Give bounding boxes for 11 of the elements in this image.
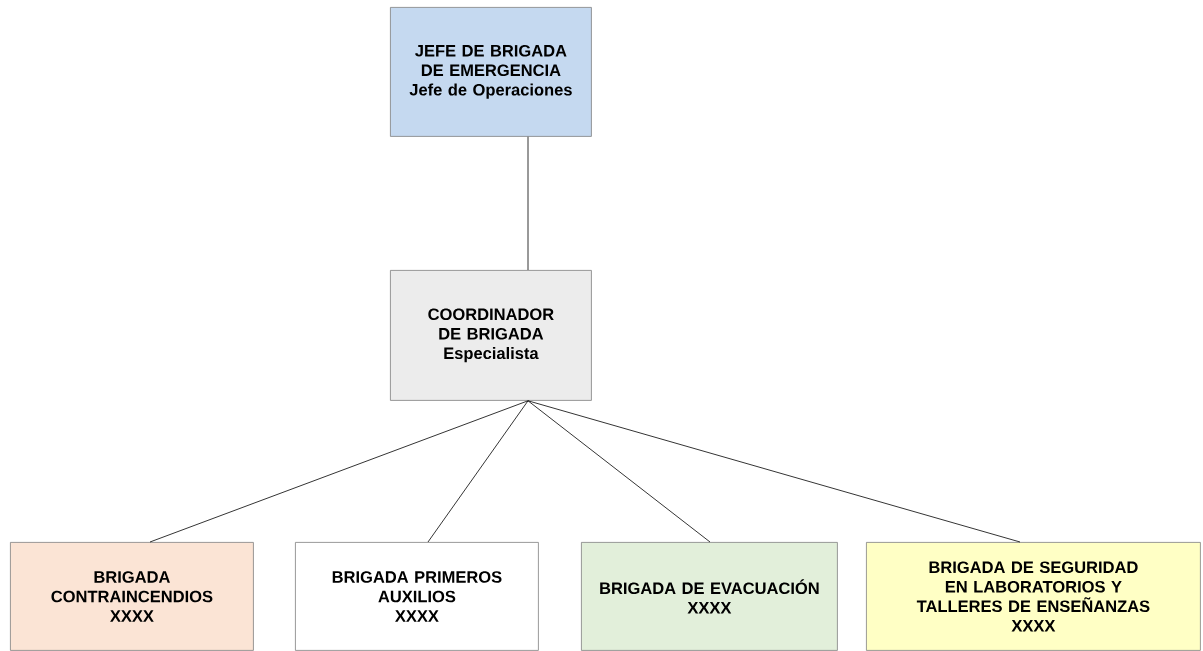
- connector-line: [527, 136, 529, 271]
- connector-line: [527, 400, 1021, 543]
- org-box: BRIGADA CONTRAINCENDIOS XXXX: [10, 542, 254, 651]
- org-box: COORDINADOR DE BRIGADA Especialista: [390, 270, 592, 401]
- connector-line: [427, 400, 529, 543]
- org-box: BRIGADA DE EVACUACIÓN XXXX: [581, 542, 838, 651]
- org-box: JEFE DE BRIGADA DE EMERGENCIA Jefe de Operaciones: [390, 7, 592, 137]
- connector-line: [149, 400, 529, 543]
- connector-line: [527, 400, 711, 543]
- org-box: BRIGADA DE SEGURIDAD EN LABORATORIOS Y TALLERES DE ENSEÑANZAS XXXX: [866, 542, 1201, 651]
- org-box: BRIGADA PRIMEROS AUXILIOS XXXX: [295, 542, 539, 651]
